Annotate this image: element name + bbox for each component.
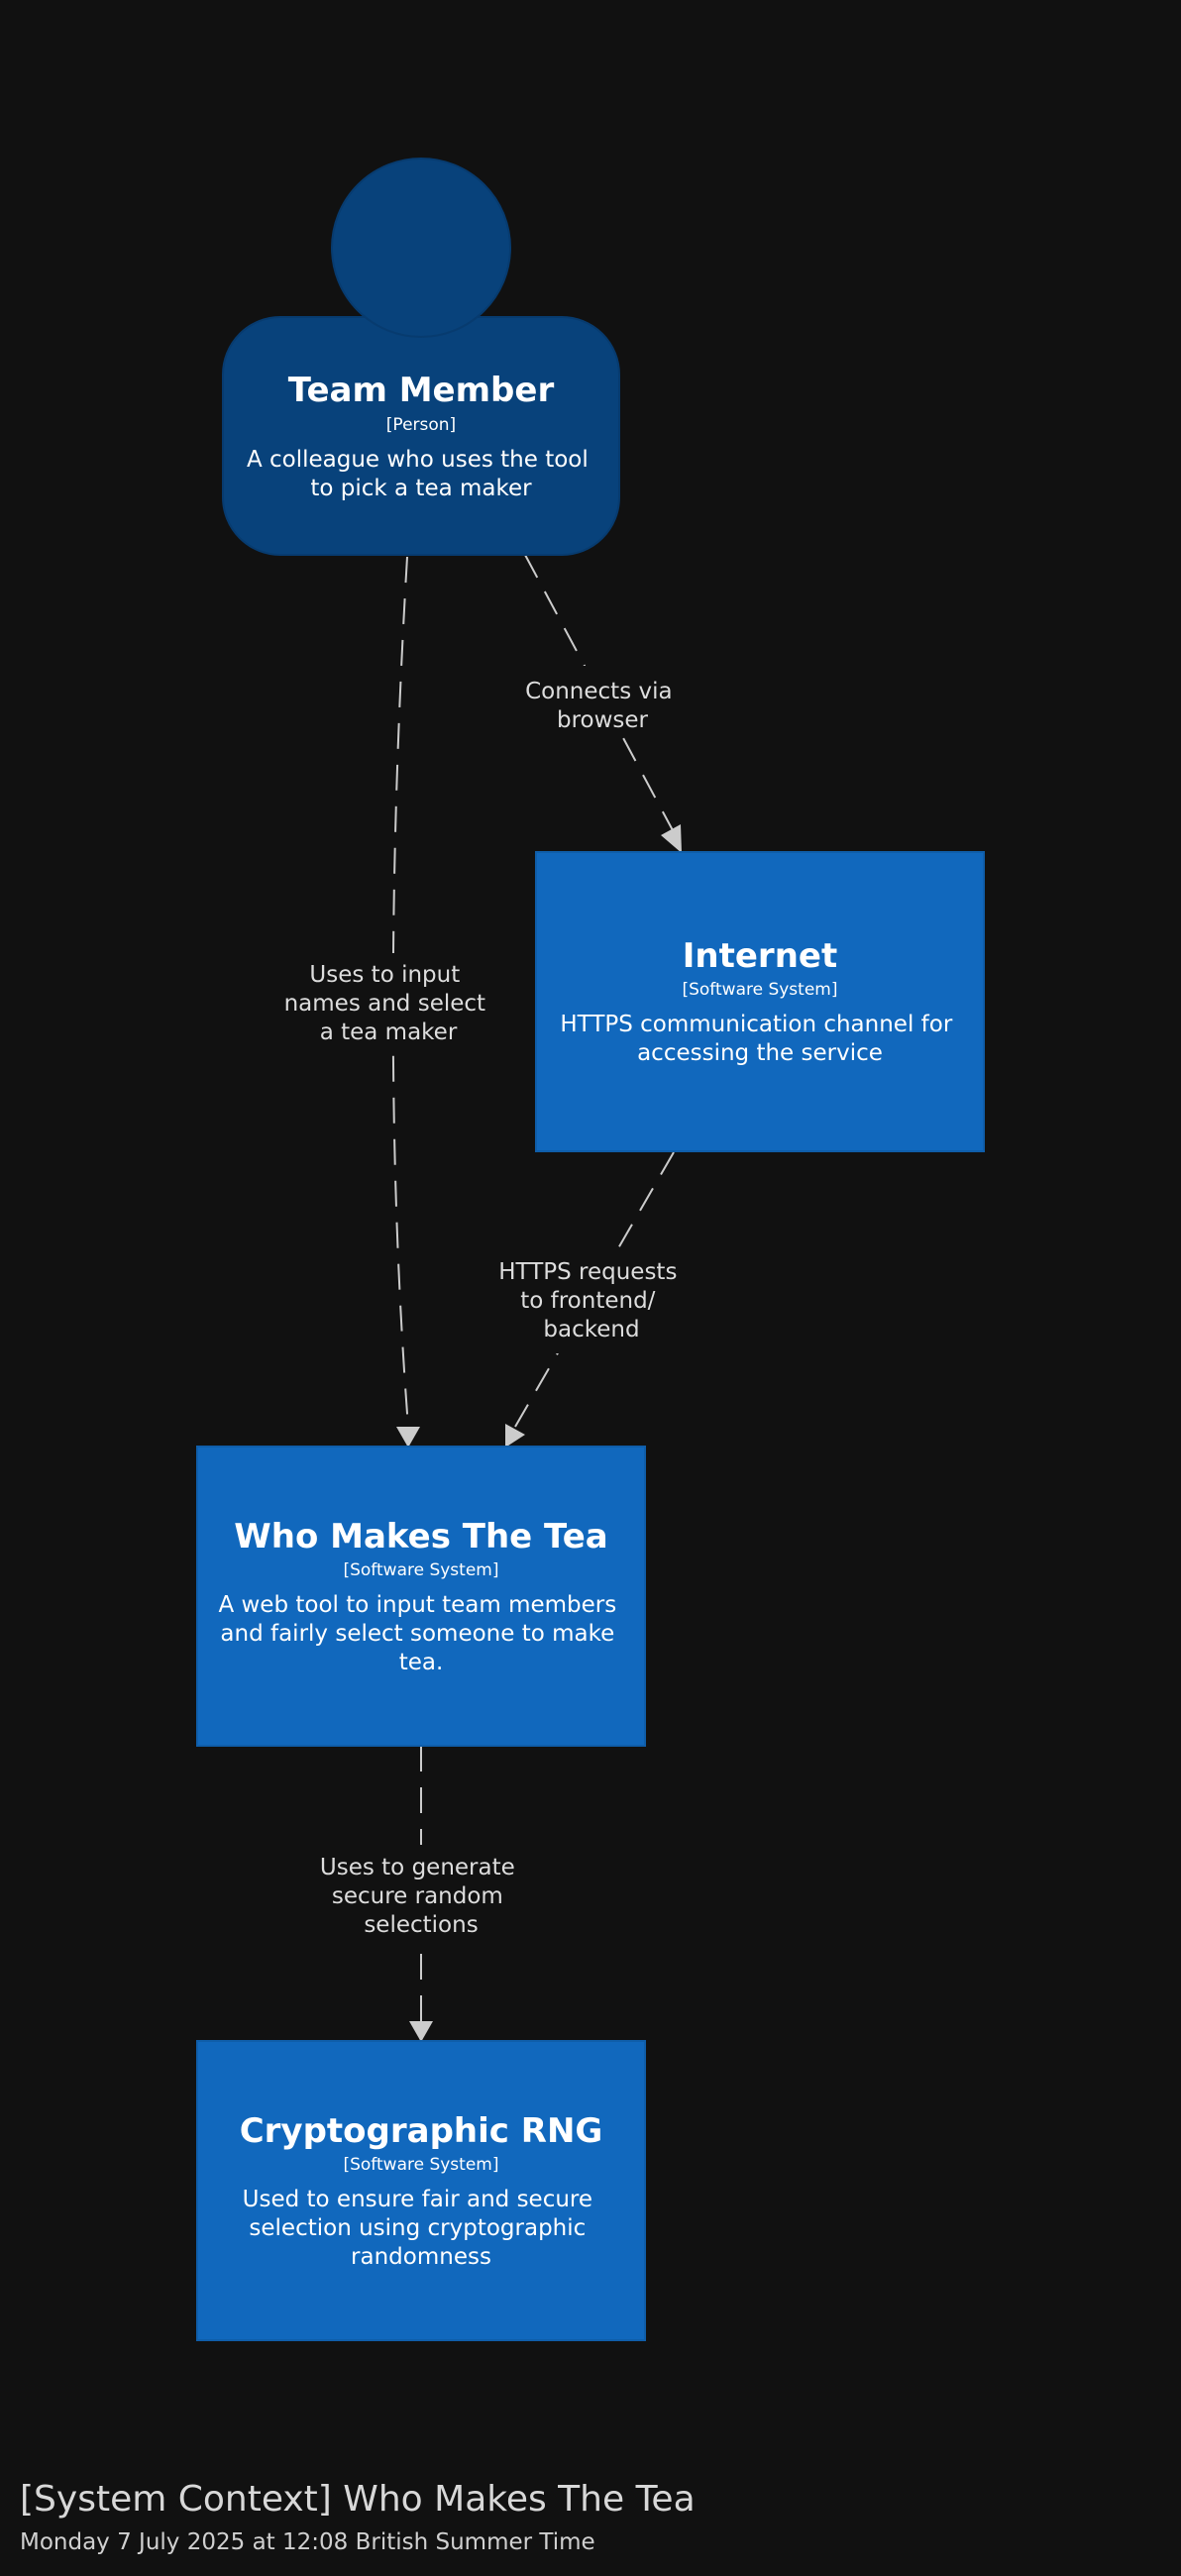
edge-label-member-to-app: Uses to input names and select a tea mak… <box>284 962 493 1045</box>
node-description: Used to ensure fair and secure selection… <box>243 2187 600 2270</box>
diagram-title: [System Context] Who Makes The Tea <box>20 2479 696 2520</box>
edge-line <box>514 1151 675 1428</box>
node-who-makes-the-tea[interactable]: Who Makes The Tea [Software System] A we… <box>196 1446 646 1747</box>
edge-line <box>524 554 675 833</box>
arrowhead <box>396 1427 420 1448</box>
person-body <box>222 316 620 556</box>
node-type: [Software System] <box>343 2155 498 2175</box>
arrowhead <box>661 824 682 853</box>
node-description: A colleague who uses the tool to pick a … <box>247 447 595 501</box>
node-title: Team Member <box>288 371 555 410</box>
node-title: Who Makes The Tea <box>234 1517 608 1556</box>
person-head-icon <box>331 158 511 338</box>
label-background <box>495 1254 690 1353</box>
node-type: [Software System] <box>682 980 837 1000</box>
node-title: Cryptographic RNG <box>240 2111 603 2151</box>
edge-member-to-internet: Connects via browser <box>524 554 684 853</box>
edge-label-internet-to-app: HTTPS requests to frontend/ backend <box>498 1259 685 1342</box>
edge-internet-to-app: HTTPS requests to frontend/ backend <box>495 1151 690 1448</box>
diagram-date: Monday 7 July 2025 at 12:08 British Summ… <box>20 2529 595 2555</box>
node-description: A web tool to input team members and fai… <box>218 1592 623 1675</box>
arrowhead <box>505 1424 525 1448</box>
label-background <box>525 666 684 737</box>
edge-label-app-to-rng: Uses to generate secure random selection… <box>320 1855 522 1938</box>
node-description: HTTPS communication channel for accessin… <box>560 1012 959 1066</box>
node-cryptographic-rng[interactable]: Cryptographic RNG [Software System] Used… <box>196 2040 646 2341</box>
node-team-member[interactable]: Team Member [Person] A colleague who use… <box>222 158 620 556</box>
node-type: [Software System] <box>343 1560 498 1580</box>
edge-member-to-app: Uses to input names and select a tea mak… <box>284 556 493 1448</box>
label-background <box>315 1845 527 1944</box>
edge-label-member-to-internet: Connects via browser <box>525 679 680 733</box>
node-internet[interactable]: Internet [Software System] HTTPS communi… <box>535 851 985 1152</box>
system-box <box>196 2040 646 2341</box>
label-background <box>285 953 493 1052</box>
node-title: Internet <box>683 936 837 976</box>
edge-app-to-rng: Uses to generate secure random selection… <box>315 1746 527 2042</box>
system-box <box>196 1446 646 1747</box>
arrowhead <box>409 2021 433 2042</box>
node-type: [Person] <box>386 415 456 435</box>
system-box <box>535 851 985 1152</box>
